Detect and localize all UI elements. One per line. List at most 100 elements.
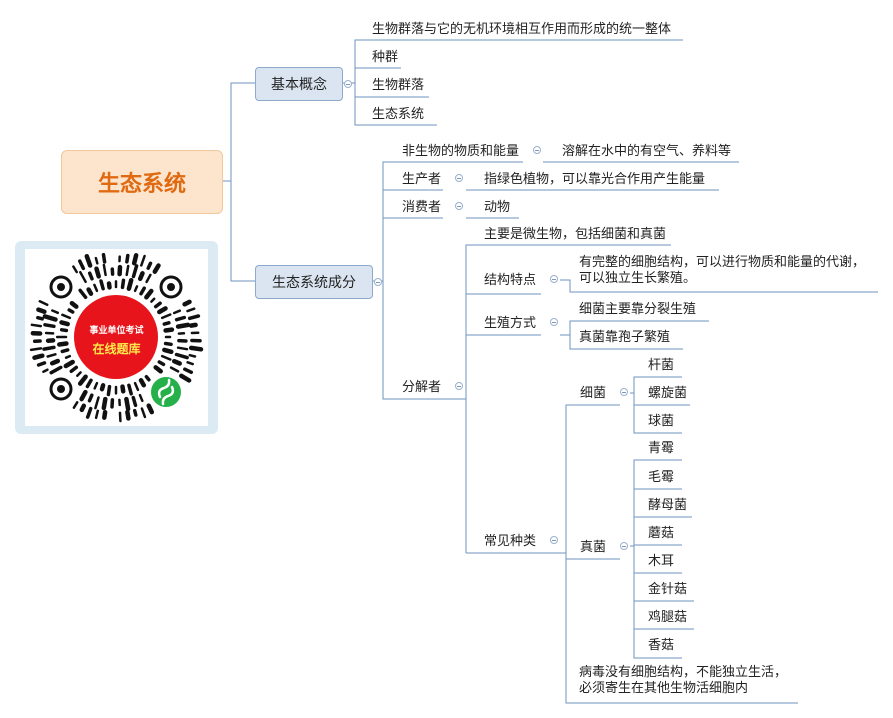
- qr-tick: [188, 353, 197, 358]
- qr-tick: [101, 252, 107, 264]
- decomposer-main[interactable]: 主要是微生物，包括细菌和真菌: [484, 227, 667, 242]
- qr-tick: [59, 320, 70, 327]
- qr-tick: [102, 263, 107, 277]
- qr-tick: [172, 309, 182, 315]
- fungi-item[interactable]: 青霉: [648, 441, 675, 456]
- qr-tick: [120, 384, 126, 394]
- reproduction-fungi[interactable]: 真菌靠孢子繁殖: [579, 330, 671, 345]
- collapse-icon[interactable]: [550, 275, 558, 283]
- qr-tick: [106, 281, 112, 290]
- root-topic[interactable]: 生态系统: [61, 150, 223, 214]
- qr-tick: [140, 407, 147, 419]
- qr-tick: [87, 271, 94, 281]
- collapse-icon[interactable]: [455, 174, 463, 182]
- qr-tick: [36, 361, 47, 367]
- qr-tick: [32, 353, 45, 360]
- qr-tick: [157, 360, 166, 367]
- qr-tick: [157, 306, 168, 315]
- fungi-item[interactable]: 蘑菇: [648, 526, 675, 541]
- qr-tick: [152, 263, 161, 274]
- qr-tick: [85, 378, 93, 389]
- qr-tick: [124, 396, 131, 412]
- producer-detail[interactable]: 指绿色植物，可以靠光合作用产生能量: [484, 172, 706, 187]
- qr-tick: [72, 265, 78, 274]
- qr-tick: [60, 348, 70, 354]
- collapse-icon[interactable]: [344, 80, 352, 88]
- common-types[interactable]: 常见种类: [484, 534, 537, 549]
- qr-tick: [84, 253, 93, 268]
- nonliving-matter-energy[interactable]: 非生物的物质和能量: [402, 144, 520, 159]
- qr-tick: [131, 264, 139, 279]
- qr-tick: [146, 403, 155, 415]
- bacteria[interactable]: 细菌: [580, 386, 607, 401]
- consumer[interactable]: 消费者: [402, 200, 442, 215]
- fungi-item[interactable]: 鸡腿菇: [648, 610, 688, 625]
- qr-tick: [188, 345, 204, 352]
- fungi-item[interactable]: 香菇: [648, 638, 675, 653]
- qr-tick: [78, 259, 86, 271]
- bacteria-bacillus[interactable]: 杆菌: [648, 358, 675, 373]
- qr-tick: [126, 277, 134, 291]
- qr-tick: [163, 327, 175, 333]
- virus-note[interactable]: 病毒没有细胞结构，不能独立生活，必须寄生在其他生物活细胞内: [579, 665, 788, 696]
- qr-center-badge: [74, 295, 158, 379]
- qr-tick: [125, 264, 130, 277]
- collapse-icon[interactable]: [620, 542, 628, 550]
- fungi-item[interactable]: 毛霉: [648, 470, 675, 485]
- bacteria-coccus[interactable]: 球菌: [648, 414, 675, 429]
- qr-pattern: [29, 252, 204, 423]
- fungi[interactable]: 真菌: [580, 540, 607, 555]
- qr-tick: [187, 314, 201, 321]
- qr-tick: [176, 346, 189, 351]
- concept-community[interactable]: 生物群落: [372, 78, 425, 93]
- qr-code[interactable]: 事业单位考试 在线题库: [25, 249, 208, 426]
- reproduction-bacteria[interactable]: 细菌主要靠分裂生殖: [579, 302, 697, 317]
- fungi-item[interactable]: 酵母菌: [648, 498, 688, 513]
- collapse-icon[interactable]: [533, 146, 541, 154]
- qr-tick: [144, 288, 154, 300]
- structure-feature[interactable]: 结构特点: [484, 273, 537, 288]
- qr-tick: [125, 409, 131, 421]
- qr-tick: [29, 347, 43, 352]
- qr-tick: [42, 368, 49, 373]
- qr-tick: [63, 359, 75, 369]
- qr-tick: [87, 393, 94, 403]
- collapse-icon[interactable]: [455, 382, 463, 390]
- structure-detail[interactable]: 有完整的细胞结构，可以进行物质和能量的代谢，可以独立生长繁殖。: [579, 255, 866, 286]
- collapse-icon[interactable]: [550, 318, 558, 326]
- consumer-detail[interactable]: 动物: [484, 200, 511, 215]
- qr-tick: [120, 278, 126, 290]
- collapse-icon[interactable]: [620, 388, 628, 396]
- qr-tick: [179, 373, 192, 383]
- qr-tick: [133, 285, 139, 293]
- collapse-icon[interactable]: [455, 202, 463, 210]
- qr-tick: [79, 270, 87, 284]
- qr-tick: [59, 328, 69, 333]
- collapse-icon[interactable]: [374, 278, 382, 286]
- qr-tick: [36, 315, 44, 321]
- qr-tick: [99, 279, 105, 291]
- concept-population[interactable]: 种群: [372, 50, 399, 65]
- producer[interactable]: 生产者: [402, 172, 442, 187]
- concept-ecosystem[interactable]: 生态系统: [372, 107, 425, 122]
- qr-tick: [43, 323, 56, 329]
- qr-tick: [36, 307, 47, 314]
- qr-tick: [131, 395, 138, 408]
- topic-ecosystem-components[interactable]: 生态系统成分: [255, 265, 373, 299]
- nonliving-detail[interactable]: 溶解在水中的有空气、养料等: [562, 144, 732, 159]
- decomposer[interactable]: 分解者: [402, 380, 442, 395]
- fungi-item[interactable]: 木耳: [648, 554, 675, 569]
- qr-tick: [163, 341, 173, 347]
- qr-tick: [94, 396, 100, 410]
- qr-tick: [162, 321, 171, 326]
- topic-basic-concept[interactable]: 基本概念: [255, 67, 343, 101]
- qr-tick: [72, 401, 79, 409]
- fungi-item[interactable]: 金针菇: [648, 582, 688, 597]
- reproduction-mode[interactable]: 生殖方式: [484, 316, 537, 331]
- qr-tick: [64, 354, 72, 359]
- concept-definition[interactable]: 生物群落与它的无机环境相互作用而形成的统一整体: [372, 22, 672, 37]
- collapse-icon[interactable]: [550, 536, 558, 544]
- qr-code-card: 事业单位考试 在线题库: [15, 241, 218, 434]
- bacteria-spirillum[interactable]: 螺旋菌: [648, 386, 688, 401]
